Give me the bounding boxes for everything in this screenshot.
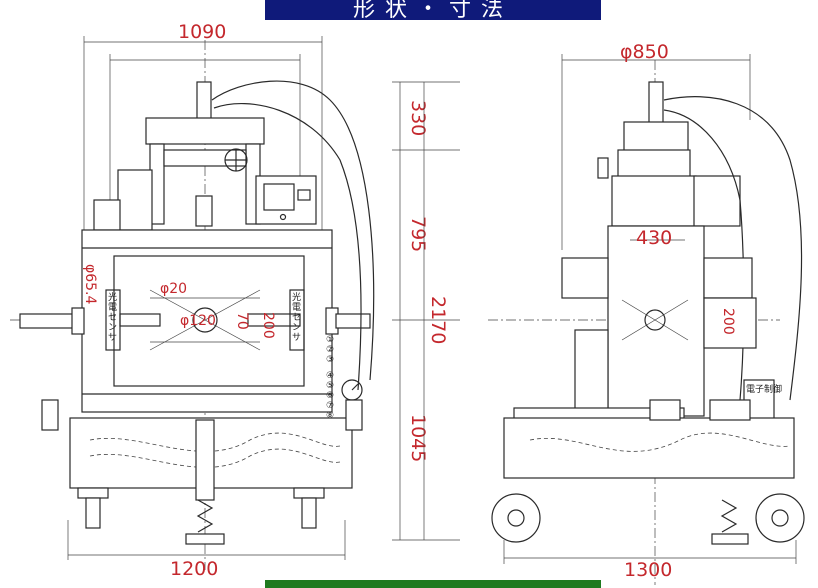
dim-diameter-center: φ120 — [180, 313, 216, 329]
dim-height-lower: 1045 — [407, 414, 429, 462]
button-6: ⑥ — [326, 391, 334, 401]
dim-width-base: 1300 — [624, 559, 672, 581]
sensor-label-left: 光電センサ — [108, 291, 117, 343]
page-title-text: 形状・寸法 — [352, 0, 513, 20]
side-view: φ850 430 200 — [488, 41, 805, 585]
dim-width-column: 430 — [636, 227, 672, 249]
dim-diameter-top: φ850 — [620, 41, 669, 63]
dim-gap-side: 200 — [720, 308, 736, 335]
caster-right-icon — [755, 493, 805, 543]
control-label: 電子制御 — [746, 383, 782, 395]
dim-height-middle: 795 — [407, 216, 429, 252]
button-3: ③ — [326, 355, 334, 365]
dim-height-total: 2170 — [427, 296, 449, 344]
dim-height-top: 330 — [407, 100, 429, 136]
dim-diameter-small: φ20 — [160, 281, 187, 297]
button-8: ⑧ — [326, 411, 334, 421]
page-title: 形状・寸法 — [265, 0, 601, 20]
dim-gap-small: 70 — [234, 312, 250, 330]
front-view: 1090 — [10, 21, 460, 580]
sensor-label-right: 光電センサ — [292, 291, 301, 343]
button-7: ⑦ — [326, 401, 334, 411]
dim-width-top: 1090 — [178, 21, 226, 43]
dim-gap-large: 200 — [260, 312, 276, 339]
button-5: ⑤ — [326, 381, 334, 391]
dim-width-bottom: 1200 — [170, 558, 218, 580]
bottom-band — [265, 580, 601, 588]
numbered-buttons: ① ② ③ ④ ⑤ ⑥ ⑦ ⑧ — [326, 335, 334, 421]
button-1: ① — [326, 335, 334, 345]
button-4: ④ — [326, 371, 334, 381]
button-2: ② — [326, 345, 334, 355]
caster-left-icon — [491, 493, 541, 543]
dim-diameter-side: φ65.4 — [82, 264, 98, 305]
